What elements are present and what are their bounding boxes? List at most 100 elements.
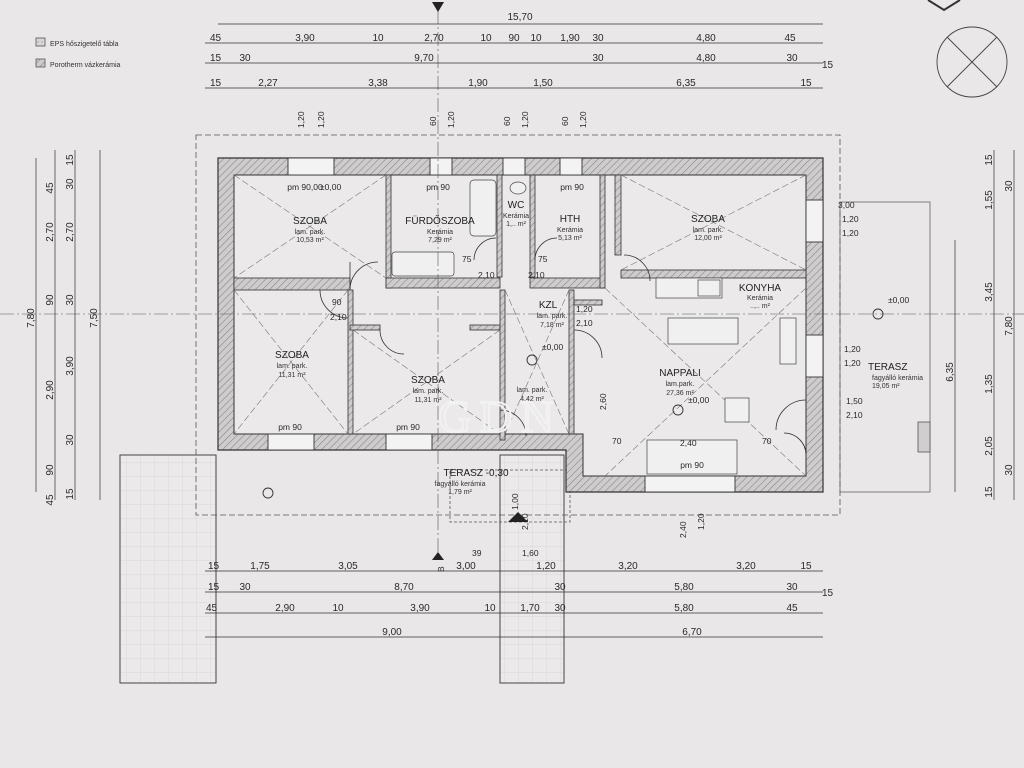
room-szoba-4-area: 11,31 m²: [414, 397, 442, 404]
legend-label-eps: EPS hőszigetelő tábla: [50, 41, 119, 48]
dim-int-10: 3,00: [838, 200, 855, 210]
dim-top-r3-e: 1,50: [533, 78, 553, 89]
room-szoba-1-pm: pm 90,00: [287, 182, 323, 192]
dim-int-15: 1,50: [846, 396, 863, 406]
dim-top-r1-e: 10: [480, 33, 492, 44]
room-nappali-floor: lam.park.: [666, 381, 695, 388]
corner-mark: [927, 0, 961, 12]
dim-int-7: 1,20: [576, 304, 593, 314]
dim-right-c2-a: 30: [1004, 180, 1015, 192]
room-kzl: KZL lam. park. 7,18 m²: [537, 300, 568, 329]
dim-bot-r1-e: 1,20: [536, 561, 556, 572]
dim-right-c-e: 2,05: [984, 436, 995, 456]
room-szoba-1-name: SZOBA: [293, 216, 327, 227]
room-nappali-area: 27,36 m²: [666, 390, 694, 397]
room-hth-floor: Kerámia: [557, 227, 583, 234]
dim-left-c2-f: 30: [65, 434, 76, 446]
section-arrow-icon: [432, 2, 444, 12]
dim-right-c-f: 15: [984, 486, 995, 498]
dim-bot-r2-e: 5,80: [674, 582, 694, 593]
dim-top-r1-k: 45: [784, 33, 796, 44]
dim-int-22: 2,40: [678, 521, 688, 538]
level-terrace: ±0,00: [888, 295, 909, 305]
room-szoba-4: SZOBA lam. park. 11,31 m² pm 90: [396, 375, 445, 432]
room-eloter-floor: lam. park.: [517, 387, 548, 394]
stove-icon: [697, 279, 721, 297]
dim-int-25: 39: [472, 548, 482, 558]
dim-bot-r1-c: 3,05: [338, 561, 358, 572]
dim-top-r1-h: 1,90: [560, 33, 580, 44]
dim-right-c-a: 15: [984, 154, 995, 166]
dim-bot-r3-h: 5,80: [674, 603, 694, 614]
dim-bot-r3-i: 45: [786, 603, 798, 614]
dim-right-c-b: 1,55: [984, 190, 995, 210]
dim-top-r1-g: 10: [530, 33, 542, 44]
room-nappali-pm: pm 90: [680, 460, 704, 470]
dim-int-13: 1,20: [844, 344, 861, 354]
level-marker-icon: [262, 487, 274, 499]
dim-left-inner: 7,50: [89, 308, 100, 328]
dim-bot-r1-h: 15: [800, 561, 812, 572]
toilet-icon: [509, 181, 527, 195]
dim-bot-r1-d: 3,00: [456, 561, 476, 572]
room-szoba-3-pm: pm 90: [278, 422, 302, 432]
room-konyha: KONYHA Kerámia ..,.. m²: [739, 283, 782, 310]
dim-bot-r1-a: 15: [208, 561, 220, 572]
room-konyha-floor: Kerámia: [747, 295, 773, 302]
dim-int-21: 1,00: [510, 493, 520, 510]
dim-right-mid: 6,35: [945, 362, 956, 382]
dim-top-total: 15,70: [507, 12, 532, 23]
room-szoba-2-floor: lam. park.: [693, 227, 724, 234]
watermark-logo: GDN: [438, 391, 562, 442]
dim-int-1: 2,10: [478, 270, 495, 280]
room-konyha-area: ..,.. m²: [750, 303, 771, 310]
dim-int-17: 70: [762, 436, 772, 446]
dim-bot-r2-a: 15: [208, 582, 220, 593]
room-terasz-front: TERASZ -0,30 fagyálló kerámia 1,79 m²: [435, 468, 509, 496]
dim-open-4: 1,20: [446, 111, 456, 128]
entrance-arrow-icon: [508, 512, 528, 522]
dim-left-c1-c: 90: [45, 294, 56, 306]
interior-walls: [233, 174, 807, 441]
level-szoba-1: ±0,00: [320, 182, 341, 192]
section-arrow-icon: [432, 552, 444, 560]
section-mark-bottom: B: [436, 566, 446, 572]
room-hth-name: HTH: [560, 214, 581, 225]
windows: [267, 157, 824, 493]
dim-int-11: 1,20: [842, 214, 859, 224]
room-wc: WC Kerámia 1,.. m²: [503, 200, 529, 228]
room-eloter-area: 4,42 m²: [520, 396, 544, 403]
doors: [319, 237, 807, 456]
dim-left-c1-e: 90: [45, 464, 56, 476]
room-terasz-front-name: TERASZ -0,30: [443, 468, 508, 479]
dim-top-r3-b: 2,27: [258, 78, 278, 89]
room-szoba-2-area: 12,00 m²: [694, 235, 722, 242]
dim-open-2: 1,20: [316, 111, 326, 128]
level-marker-icon: [872, 308, 884, 320]
dim-bot-r2-f: 30: [786, 582, 798, 593]
room-furdoszoba-floor: Kerámia: [427, 229, 453, 236]
dim-left-outer: 7,80: [26, 308, 37, 328]
dim-top-r1-b: 3,90: [295, 33, 315, 44]
dim-int-8: 2,10: [576, 318, 593, 328]
dim-left-c1-d: 2,90: [45, 380, 56, 400]
room-szoba-4-pm: pm 90: [396, 422, 420, 432]
dim-bot-r2-d: 30: [554, 582, 566, 593]
level-marker-icon: [672, 404, 684, 416]
room-wc-name: WC: [508, 200, 525, 211]
dim-open-1: 1,20: [296, 111, 306, 128]
dim-left-c1-a: 45: [45, 182, 56, 194]
room-diagonals: [233, 174, 807, 477]
dim-right-outer: 7,80: [1004, 316, 1015, 336]
dim-bot-r3-f: 1,70: [520, 603, 540, 614]
dim-top-r2-d: 30: [592, 53, 604, 64]
room-hth: pm 90 HTH Kerámia 5,13 m²: [557, 182, 584, 242]
dim-top-r3-d: 1,90: [468, 78, 488, 89]
dim-open-3: 60: [428, 116, 438, 126]
dim-bot-r1-f: 3,20: [618, 561, 638, 572]
dim-open-8: 1,20: [578, 111, 588, 128]
room-terasz-front-floor: fagyálló kerámia: [435, 481, 486, 488]
room-terasz-right-area: 19,05 m²: [872, 383, 900, 390]
dim-int-19: 2,60: [598, 393, 608, 410]
fixtures: [391, 179, 797, 475]
